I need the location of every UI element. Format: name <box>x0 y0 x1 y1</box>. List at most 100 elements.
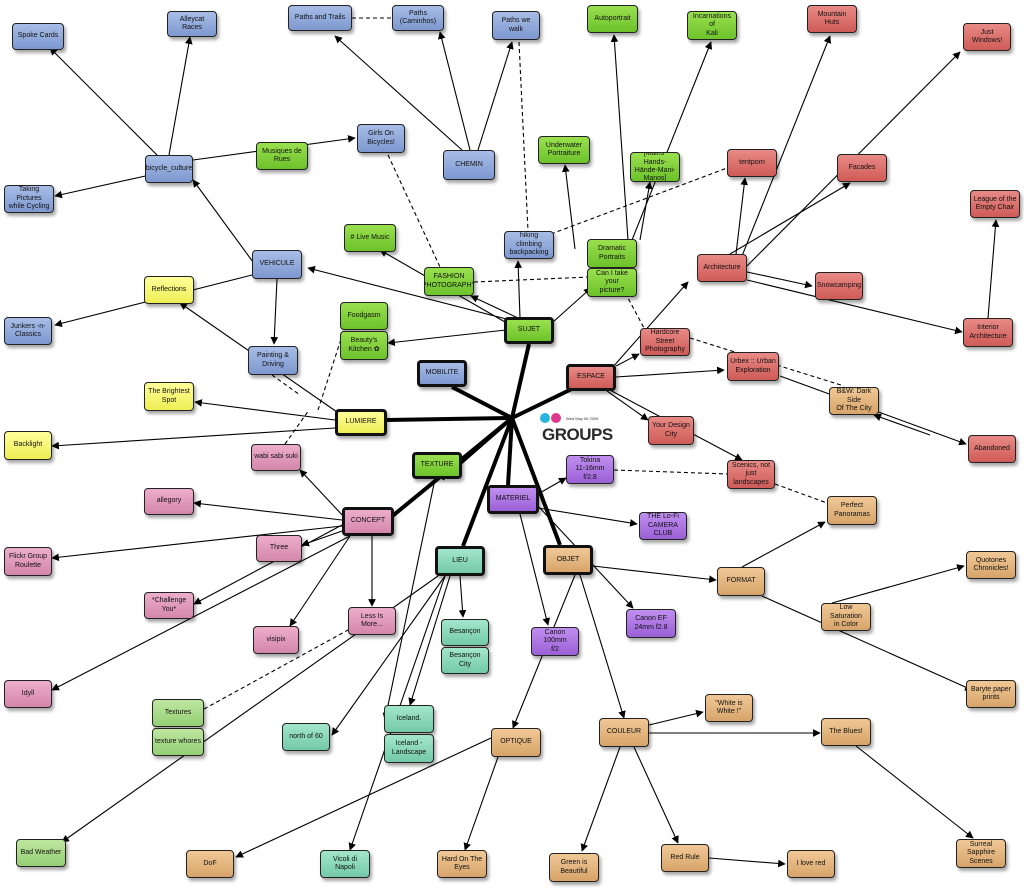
node-facades[interactable]: Facades <box>837 154 887 182</box>
node-hiking[interactable]: hiking climbing backpacking <box>504 231 554 259</box>
node-lumiere[interactable]: LUMIERE <box>335 409 387 436</box>
node-three[interactable]: Three <box>256 535 302 562</box>
connector-line <box>639 181 653 241</box>
node-alleycat[interactable]: Alleycat Races <box>167 11 217 37</box>
node-white-is-white[interactable]: "White is White !" <box>705 694 753 722</box>
dashed-link <box>774 483 828 504</box>
connector-line <box>561 164 576 250</box>
node-junkers[interactable]: Junkers -n- Classics <box>4 317 52 345</box>
node-espace[interactable]: ESPACE <box>566 364 616 391</box>
node-tokina[interactable]: Tokina 11-16mm f/2.8 <box>566 455 614 484</box>
node-lieu[interactable]: LIEU <box>435 546 485 576</box>
node-kali[interactable]: Incarnations of Kali <box>687 11 737 40</box>
connector-line <box>270 278 279 345</box>
node-mobilite[interactable]: MOBILITE <box>417 360 467 387</box>
node-just-windows[interactable]: Just Windows! <box>963 23 1011 51</box>
node-backlight[interactable]: Backlight <box>4 431 52 460</box>
node-can-i-take[interactable]: Can I take your picture? <box>587 268 637 297</box>
node-red-rule[interactable]: Red Rule <box>661 844 709 872</box>
node-lofi-camera[interactable]: THE Lo-Fi CAMERA CLUB <box>639 512 687 540</box>
node-challenge-you[interactable]: *Challenge You* <box>144 592 194 619</box>
node-girls-bicycles[interactable]: Girls On Bicycles! <box>357 124 405 153</box>
node-abandoned[interactable]: Abandoned <box>968 435 1016 463</box>
node-the-blues[interactable]: The Blues! <box>821 718 871 746</box>
node-snowcamping[interactable]: Snowcamping <box>815 272 863 300</box>
connector-line <box>987 219 1000 319</box>
node-beautys-kitchen[interactable]: Beauty's Kitchen ✿ <box>340 331 388 360</box>
connector-line <box>168 36 193 156</box>
node-musiques[interactable]: Musiques de Rues <box>256 142 308 170</box>
node-reflections[interactable]: Reflections <box>144 276 194 304</box>
node-paths-walk[interactable]: Paths we walk <box>492 11 540 40</box>
node-quotones[interactable]: Quotones Chronicles! <box>966 551 1016 579</box>
node-i-love-red[interactable]: I love red <box>787 850 835 878</box>
node-couleur[interactable]: COULEUR <box>599 718 649 747</box>
connector-line <box>299 469 346 519</box>
node-fashion[interactable]: FASHION PHOTOGRAPHY <box>424 267 474 296</box>
node-dof[interactable]: DoF <box>186 850 234 878</box>
node-baryte[interactable]: Baryte paper prints <box>966 680 1016 708</box>
node-bad-weather[interactable]: Bad Weather <box>16 839 66 867</box>
node-canon-100[interactable]: Canon 100mm f/2 <box>531 627 579 656</box>
dashed-link <box>550 167 728 235</box>
node-visipix[interactable]: visipix <box>253 626 299 654</box>
node-chemin[interactable]: CHEMIN <box>443 150 495 180</box>
node-league[interactable]: League of the Empty Chair <box>970 190 1020 218</box>
node-format[interactable]: FORMAT <box>717 567 765 596</box>
node-live-music[interactable]: # Live Music <box>344 224 396 252</box>
node-architecture[interactable]: Architecture <box>697 254 747 282</box>
node-objet[interactable]: OBJET <box>543 545 593 575</box>
node-iceland-landscape[interactable]: Iceland - Landscape <box>384 734 434 763</box>
node-green-beautiful[interactable]: Green is Beautiful <box>549 853 599 882</box>
node-wabi-sabi[interactable]: wabi sabi suki <box>251 444 301 471</box>
node-mountain-huts[interactable]: Mountain Huts <box>807 5 857 33</box>
node-perfect-panoramas[interactable]: Perfect Panoramas <box>827 496 877 525</box>
node-taking-pictures[interactable]: Taking Pictures while Cycling <box>4 185 54 213</box>
node-foodgasm[interactable]: Foodgasm <box>340 302 388 330</box>
node-interior-arch[interactable]: Interior Architecture <box>963 318 1013 347</box>
node-materiel[interactable]: MATERIEL <box>487 485 539 514</box>
node-underwater[interactable]: Underwater Portraiture <box>538 136 590 164</box>
connector-line <box>610 34 629 241</box>
connector-line <box>735 177 749 255</box>
node-north-of-60[interactable]: north of 60 <box>282 723 330 751</box>
node-texture[interactable]: TEXTURE <box>412 452 462 479</box>
node-hardcore-street[interactable]: Hardcore Street Photography <box>640 328 690 356</box>
node-bicycle-culture[interactable]: bicycle_culture <box>145 155 193 183</box>
node-bw-dark[interactable]: B&W: Dark Side Of The City <box>829 387 879 415</box>
node-paths-trails[interactable]: Paths and Trails <box>288 5 352 31</box>
node-dramatic[interactable]: Dramatic Portraits <box>587 239 637 268</box>
node-flickr-roulette[interactable]: Flickr Group Roulette <box>4 547 52 576</box>
node-iceland[interactable]: Iceland. <box>384 705 434 733</box>
node-less-is-more[interactable]: Less Is More... <box>348 607 396 635</box>
connector-line <box>193 499 343 521</box>
node-besancon[interactable]: Besançon <box>441 619 489 646</box>
node-allegory[interactable]: allegory <box>144 488 194 515</box>
node-urbex[interactable]: Urbex :: Urban Exploration <box>727 352 779 381</box>
node-canon-ef[interactable]: Canon EF 24mm f2.8 <box>626 609 676 638</box>
node-mains[interactable]: [Mains-Hands- Hände-Mani- Manos] <box>630 152 680 182</box>
node-your-design-city[interactable]: Your Design City <box>648 416 694 445</box>
node-spoke-cards[interactable]: Spoke Cards <box>12 23 64 50</box>
logo-title: GROUPS <box>542 425 613 444</box>
node-besancon-city[interactable]: Besançon City <box>441 647 489 674</box>
connector-line <box>289 535 351 627</box>
node-sujet[interactable]: SUJET <box>504 317 554 344</box>
node-vehicule[interactable]: VEHICULE <box>252 250 302 279</box>
dashed-link <box>613 469 728 475</box>
node-tentporn[interactable]: tentporn <box>727 149 777 177</box>
node-caminhos[interactable]: Paths (Caminhos) <box>392 5 444 31</box>
node-surreal-sapphire[interactable]: Surreal Sapphire Scenes <box>956 839 1006 868</box>
node-optique[interactable]: OPTIQUE <box>491 728 541 757</box>
node-scenics[interactable]: Scenics, not just landscapes <box>727 460 775 489</box>
node-vicoli[interactable]: Vicoli di Napoli <box>320 850 370 878</box>
node-textures[interactable]: Textures <box>152 699 204 727</box>
node-low-saturation[interactable]: Low Saturation in Color <box>821 603 871 631</box>
node-painting-driving[interactable]: Painting & Driving <box>248 346 298 375</box>
node-concept[interactable]: CONCEPT <box>342 507 394 536</box>
node-brightest-spot[interactable]: The Brightest Spot <box>144 382 194 411</box>
node-texture-whores[interactable]: texture whores <box>152 728 204 756</box>
node-autoportrait[interactable]: Autoportrait <box>587 5 638 33</box>
node-hard-on-eyes[interactable]: Hard On The Eyes <box>437 850 487 878</box>
node-idyll[interactable]: Idyll <box>4 680 52 708</box>
